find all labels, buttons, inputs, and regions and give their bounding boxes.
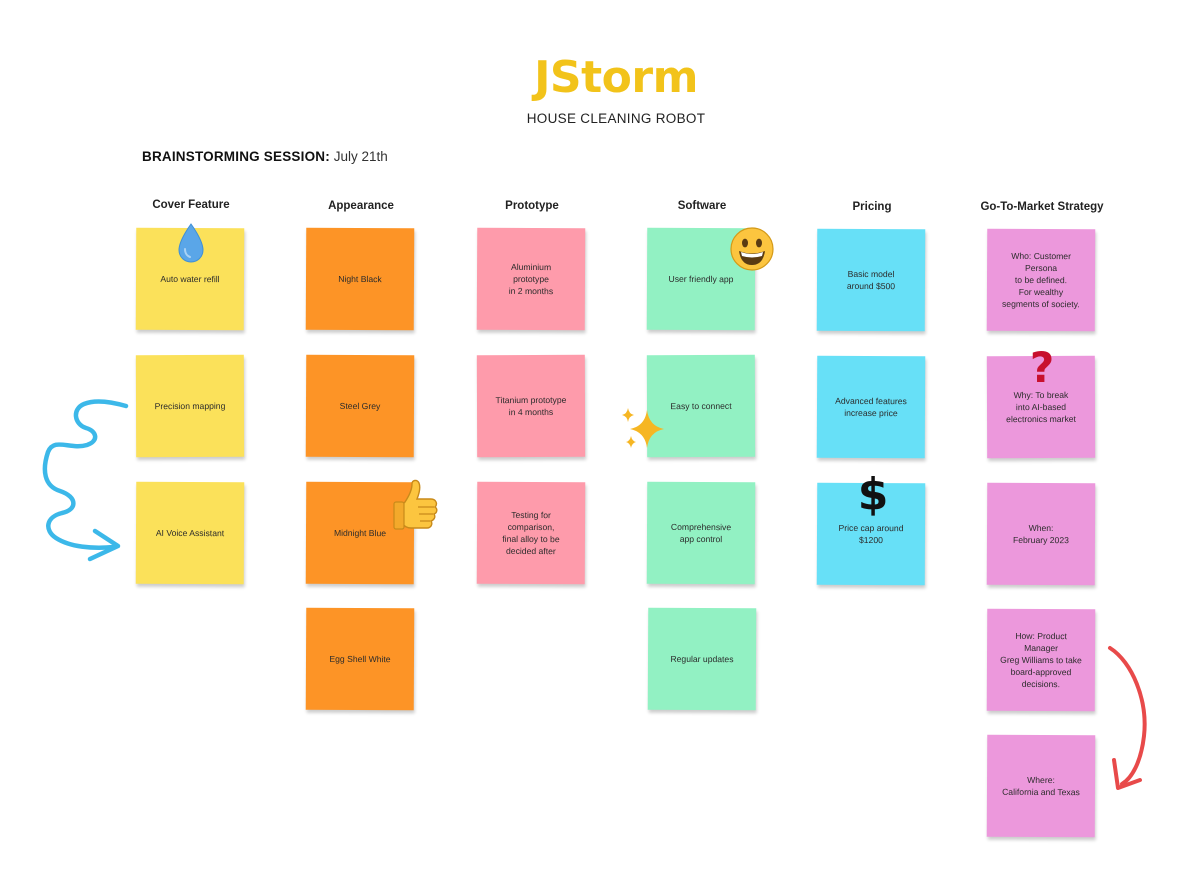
column-header-prototype: Prototype bbox=[505, 200, 559, 212]
note-text: Who: Customer Persona to be defined. For… bbox=[1001, 250, 1080, 310]
note-text: Where: California and Texas bbox=[1002, 774, 1080, 798]
note-text: Regular updates bbox=[670, 653, 734, 665]
note-text: Egg Shell White bbox=[329, 653, 391, 665]
note-text: How: Product Manager Greg Williams to ta… bbox=[1000, 630, 1082, 690]
board-subtitle: HOUSE CLEANING ROBOT bbox=[526, 111, 706, 126]
sticky-note[interactable]: Aluminium prototype in 2 months bbox=[476, 227, 586, 331]
session-label: BRAINSTORMING SESSION: bbox=[142, 149, 330, 164]
note-text: Testing for comparison, final alloy to b… bbox=[502, 509, 560, 557]
water-drop-icon[interactable] bbox=[176, 222, 206, 264]
note-text: Comprehensive app control bbox=[670, 521, 732, 545]
note-text: AI Voice Assistant bbox=[155, 527, 225, 539]
note-text: Easy to connect bbox=[670, 400, 732, 412]
column-header-go-to-market: Go-To-Market Strategy bbox=[980, 201, 1104, 213]
sticky-note[interactable]: Comprehensive app control bbox=[646, 481, 756, 585]
sticky-note[interactable]: Basic model around $500 bbox=[816, 228, 926, 332]
svg-text:?: ? bbox=[1030, 344, 1054, 390]
thumbs-up-icon[interactable] bbox=[391, 478, 443, 532]
svg-text:$: $ bbox=[858, 469, 889, 517]
note-text: Why: To break into AI-based electronics … bbox=[1006, 389, 1076, 425]
sticky-note[interactable]: Where: California and Texas bbox=[986, 734, 1096, 838]
note-text: Auto water refill bbox=[160, 273, 220, 285]
note-text: Night Black bbox=[338, 273, 382, 285]
sparkles-icon[interactable] bbox=[618, 406, 668, 454]
board-title: JStorm bbox=[534, 52, 698, 103]
note-text: Precision mapping bbox=[154, 400, 226, 412]
sticky-note[interactable]: Advanced features increase price bbox=[816, 355, 926, 459]
session-info: BRAINSTORMING SESSION: July 21th bbox=[142, 149, 388, 164]
note-text: When: February 2023 bbox=[1012, 522, 1069, 546]
sticky-note[interactable]: Who: Customer Persona to be defined. For… bbox=[986, 228, 1096, 332]
note-text: Aluminium prototype in 2 months bbox=[508, 261, 554, 297]
session-date: July 21th bbox=[333, 149, 388, 164]
sticky-note[interactable]: Titanium prototype in 4 months bbox=[476, 354, 586, 458]
note-text: Midnight Blue bbox=[333, 527, 387, 539]
column-header-appearance: Appearance bbox=[328, 200, 394, 212]
sticky-note[interactable]: Regular updates bbox=[647, 607, 757, 711]
note-text: Advanced features increase price bbox=[835, 395, 907, 419]
note-text: Steel Grey bbox=[339, 400, 381, 412]
sticky-note[interactable]: Night Black bbox=[305, 227, 415, 331]
column-header-cover-feature: Cover Feature bbox=[152, 199, 230, 211]
column-header-pricing: Pricing bbox=[852, 201, 892, 213]
note-text: User friendly app bbox=[668, 273, 734, 285]
sticky-note[interactable]: Testing for comparison, final alloy to b… bbox=[476, 481, 586, 585]
blue-freehand-arrow[interactable] bbox=[0, 0, 160, 600]
sticky-note[interactable]: Steel Grey bbox=[305, 354, 415, 458]
sticky-note[interactable]: How: Product Manager Greg Williams to ta… bbox=[986, 608, 1096, 712]
question-mark-icon[interactable]: ? bbox=[1026, 344, 1058, 390]
sticky-note[interactable]: Egg Shell White bbox=[305, 607, 415, 711]
column-header-software: Software bbox=[677, 200, 727, 212]
note-text: Basic model around $500 bbox=[846, 268, 896, 292]
smiley-face-icon[interactable] bbox=[729, 226, 775, 272]
sticky-note[interactable]: When: February 2023 bbox=[986, 482, 1096, 586]
dollar-sign-icon[interactable]: $ bbox=[857, 469, 889, 517]
note-text: Price cap around $1200 bbox=[838, 522, 904, 546]
note-text: Titanium prototype in 4 months bbox=[495, 394, 567, 418]
